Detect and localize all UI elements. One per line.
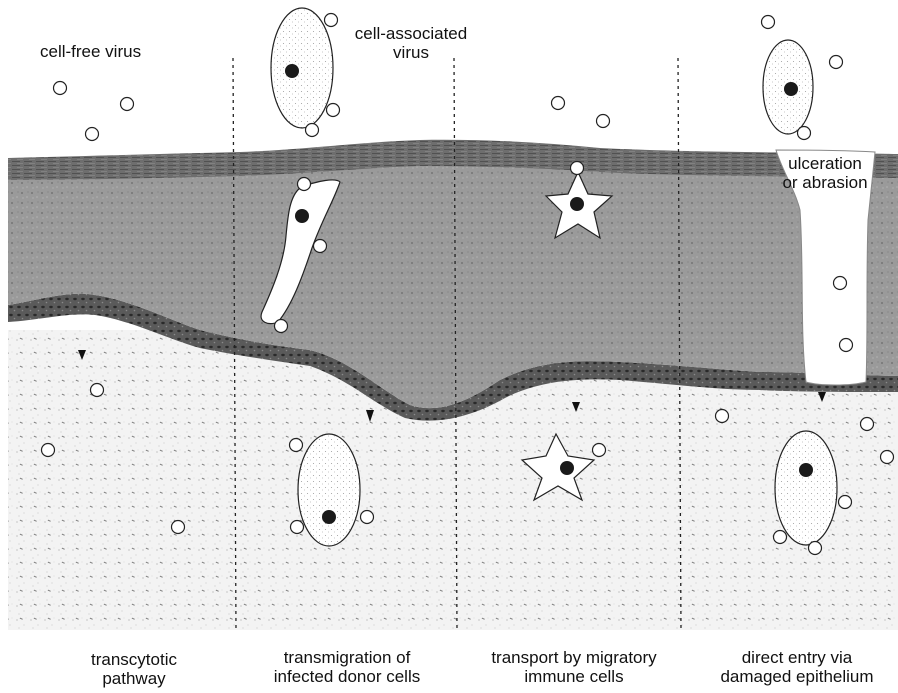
virus-particle [834, 277, 847, 290]
pathway-label-migratory-immune: transport by migratory immune cells [462, 648, 686, 686]
virus-particle [762, 16, 775, 29]
virus-particle [121, 98, 134, 111]
donor-cell-dermis-right [775, 431, 837, 545]
virus-particle [314, 240, 327, 253]
virus-particle [275, 320, 288, 333]
virus-particle [172, 521, 185, 534]
virus-particle [552, 97, 565, 110]
virus-particle [597, 115, 610, 128]
virus-particle [306, 124, 319, 137]
virus-particle [830, 56, 843, 69]
ulceration-label: ulceration or abrasion [770, 154, 880, 192]
pathway-label-direct-entry: direct entry via damaged epithelium [698, 648, 896, 686]
virus-particle [327, 104, 340, 117]
virus-particle [42, 444, 55, 457]
virus-particle [716, 410, 729, 423]
cell-free-virus-label: cell-free virus [40, 42, 141, 61]
virus-particle [571, 162, 584, 175]
donor-cell-dermis [298, 434, 360, 546]
virus-particle [290, 439, 303, 452]
virus-particle [840, 339, 853, 352]
virus-particle [361, 511, 374, 524]
virus-particle [54, 82, 67, 95]
virus-particle [881, 451, 894, 464]
donor-cell-top-right [763, 40, 813, 134]
virus-particle [325, 14, 338, 27]
virus-particle [809, 542, 822, 555]
virus-particle [298, 178, 311, 191]
virus-particle [291, 521, 304, 534]
virus-particle [798, 127, 811, 140]
virus-particle [86, 128, 99, 141]
virus-particle [91, 384, 104, 397]
donor-cell-top [271, 8, 333, 128]
virus-particle [774, 531, 787, 544]
virus-particle [593, 444, 606, 457]
cell-associated-virus-label: cell-associated virus [338, 24, 484, 62]
virus-particle [861, 418, 874, 431]
virus-particle [839, 496, 852, 509]
pathway-label-transmigration: transmigration of infected donor cells [242, 648, 452, 686]
pathway-label-transcytotic: transcytotic pathway [44, 650, 224, 688]
